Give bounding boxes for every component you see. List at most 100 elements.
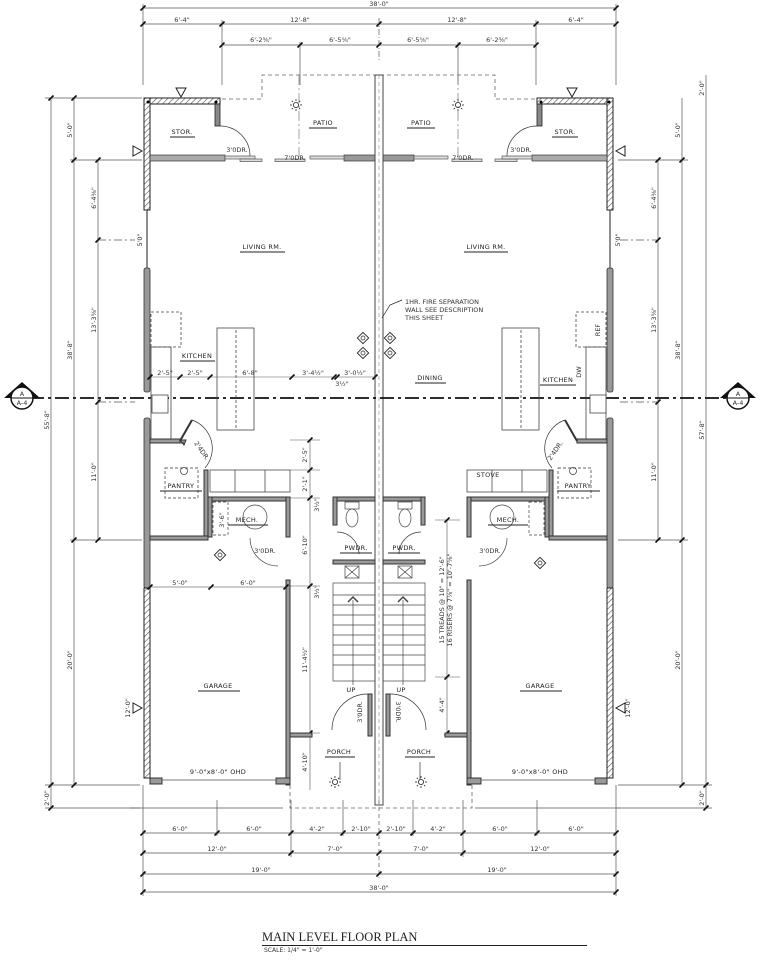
dim-top-3-1: 6'-5⅝": [329, 36, 351, 44]
mech-rooms: [149, 496, 608, 541]
svg-text:6'-0": 6'-0": [246, 825, 261, 833]
powder-rooms: [332, 496, 426, 565]
label-pantry-left: PANTRY: [168, 482, 195, 490]
dim-top-3-3: 6'-2⅜": [486, 36, 508, 44]
svg-text:A: A: [20, 390, 25, 398]
svg-text:2'4DR.: 2'4DR.: [192, 440, 211, 462]
label-living-right: LIVING RM.: [466, 243, 505, 251]
svg-text:7'0DR.: 7'0DR.: [284, 154, 305, 162]
label-stor-right: STOR.: [554, 128, 575, 136]
svg-text:3½": 3½": [313, 498, 321, 511]
storage-doors: [219, 125, 538, 157]
svg-text:16 RISERS @ 7⅞" = 10'-7⅝": 16 RISERS @ 7⅞" = 10'-7⅝": [446, 553, 454, 646]
label-garage-left: GARAGE: [203, 682, 232, 690]
dim-top-2-1: 12'-8": [290, 16, 310, 24]
svg-text:3'0DR.: 3'0DR.: [510, 146, 531, 154]
svg-text:55'-8": 55'-8": [43, 410, 51, 430]
section-marker-right: A A-4: [720, 382, 756, 410]
svg-text:19'-0": 19'-0": [251, 866, 271, 874]
svg-text:5'0": 5'0": [136, 233, 144, 246]
side-dimension-lines: [45, 75, 712, 809]
svg-text:5'-0": 5'-0": [674, 122, 682, 137]
svg-text:20'-0": 20'-0": [66, 650, 74, 670]
dim-top-3-0: 6'-2⅜": [250, 36, 272, 44]
svg-text:4'-2": 4'-2": [430, 825, 445, 833]
svg-text:38'-8": 38'-8": [66, 340, 74, 360]
svg-text:THIS SHEET: THIS SHEET: [404, 314, 443, 322]
svg-text:A-4: A-4: [733, 399, 744, 407]
label-patio-left: PATIO: [313, 119, 333, 127]
svg-text:7'0DR.: 7'0DR.: [452, 154, 473, 162]
svg-text:UP: UP: [396, 686, 405, 694]
svg-text:19'-0": 19'-0": [487, 866, 507, 874]
svg-text:4'-10": 4'-10": [301, 752, 309, 772]
label-pwdr-right: PWDR.: [392, 544, 415, 552]
label-kitchen-left: KITCHEN: [182, 352, 212, 360]
svg-text:6'-8": 6'-8": [242, 369, 257, 377]
elevation-markers: [132, 87, 626, 714]
left-dim-text: 5'-0" 38'-8" 20'-0" 2'-0" 55'-8" 6'-4⅜" …: [43, 122, 144, 805]
svg-text:3'-0½": 3'-0½": [344, 369, 366, 377]
dim-top-overall: 38'-0": [369, 0, 389, 8]
dim-top-2-3: 6'-4": [568, 16, 583, 24]
svg-text:11'-0": 11'-0": [90, 462, 98, 482]
exterior-walls: [143, 74, 614, 806]
fire-wall-note: 1HR. FIRE SEPARATION WALL SEE DESCRIPTIO…: [381, 298, 483, 322]
svg-text:4'-4": 4'-4": [438, 697, 446, 712]
svg-text:UP: UP: [346, 686, 355, 694]
label-living-left: LIVING RM.: [242, 243, 281, 251]
label-ohd-left: 9'-0"x8'-0" OHD: [190, 768, 246, 776]
stairs: [332, 582, 426, 685]
label-porch-right: PORCH: [407, 748, 431, 756]
porch-walls: [285, 579, 472, 786]
svg-text:2'-5": 2'-5": [187, 369, 202, 377]
svg-text:7'-0": 7'-0": [327, 845, 342, 853]
section-marker-left: A A-4: [4, 382, 40, 410]
svg-text:4'-2": 4'-2": [309, 825, 324, 833]
label-kitchen-right: KITCHEN: [543, 376, 573, 384]
label-stor-left: STOR.: [171, 128, 192, 136]
svg-text:3'0DR.: 3'0DR.: [226, 146, 247, 154]
label-garage-right: GARAGE: [525, 682, 554, 690]
svg-text:7'-0": 7'-0": [413, 845, 428, 853]
dim-top-2-2: 12'-8": [447, 16, 467, 24]
right-dim-text: 2'-0" 5'-0" 38'-8" 20'-0" 2'-0" 57'-8" 6…: [614, 80, 706, 805]
svg-text:REF: REF: [594, 324, 602, 337]
drawing-title: MAIN LEVEL FLOOR PLAN: [262, 930, 588, 946]
svg-text:5'-0": 5'-0": [172, 579, 187, 587]
label-porch-left: PORCH: [327, 748, 351, 756]
label-ohd-right: 9'-0"x8'-0" OHD: [512, 768, 568, 776]
door-labels: 3'0DR. 3'0DR. 7'0DR. 7'0DR. 3'0DR. 3'0DR…: [192, 146, 565, 723]
svg-text:1HR. FIRE SEPARATION: 1HR. FIRE SEPARATION: [405, 298, 479, 306]
label-mech-right: MECH.: [497, 516, 520, 524]
dim-top-2-0: 6'-4": [174, 16, 189, 24]
svg-text:2'-0": 2'-0": [698, 790, 706, 805]
svg-text:5'-0": 5'-0": [66, 122, 74, 137]
svg-text:2'-10": 2'-10": [351, 825, 371, 833]
label-patio-right: PATIO: [411, 119, 431, 127]
svg-text:3'0DR.: 3'0DR.: [254, 547, 275, 555]
svg-text:6'-0": 6'-0": [240, 579, 255, 587]
svg-text:6'-4⅜": 6'-4⅜": [650, 187, 658, 209]
svg-text:2'-10": 2'-10": [386, 825, 406, 833]
svg-text:3'-4½": 3'-4½": [302, 369, 324, 377]
svg-text:6'-0": 6'-0": [492, 825, 507, 833]
svg-text:13'-3⅝": 13'-3⅝": [90, 307, 98, 333]
svg-text:3'0DR.: 3'0DR.: [356, 701, 364, 722]
svg-text:3½": 3½": [335, 380, 348, 388]
svg-text:3½": 3½": [313, 585, 321, 598]
label-stove: STOVE: [476, 471, 499, 479]
svg-text:2'-0": 2'-0": [43, 790, 51, 805]
svg-text:12'-0": 12'-0": [530, 845, 550, 853]
svg-text:6'-0": 6'-0": [172, 825, 187, 833]
svg-text:WALL SEE DESCRIPTION: WALL SEE DESCRIPTION: [405, 306, 483, 314]
svg-text:12'-0": 12'-0": [207, 845, 227, 853]
svg-text:12'-0": 12'-0": [624, 698, 632, 718]
svg-text:12'-0": 12'-0": [124, 698, 132, 718]
svg-text:A-4: A-4: [17, 399, 28, 407]
svg-text:A: A: [736, 390, 741, 398]
svg-text:15 TREADS @ 10" = 12'-6": 15 TREADS @ 10" = 12'-6": [438, 556, 446, 644]
svg-text:3'-6": 3'-6": [218, 512, 226, 527]
svg-text:57'-8": 57'-8": [698, 420, 706, 440]
drawing-scale: SCALE: 1/4" = 1'-0": [264, 947, 323, 954]
